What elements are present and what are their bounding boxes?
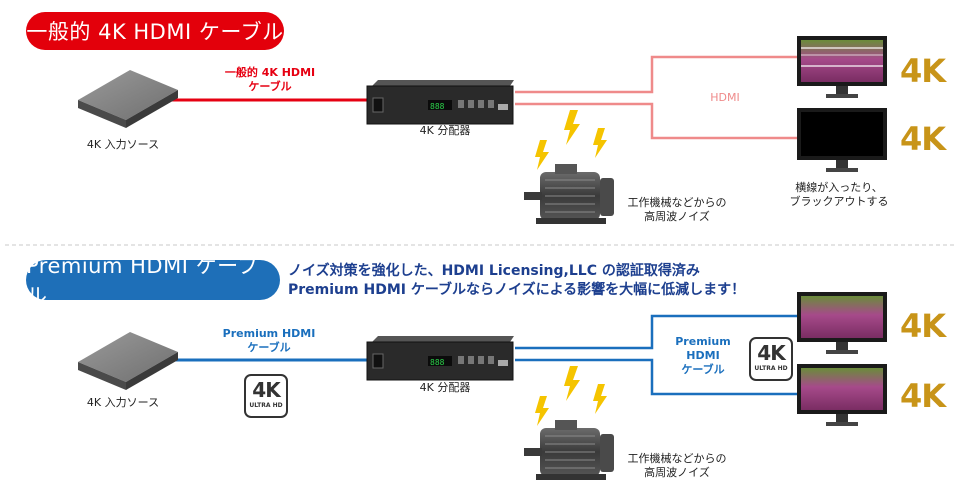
splitter-label-bottom: 4K 分配器 bbox=[419, 381, 471, 394]
result-label: 横線が入ったり、 ブラックアウトする bbox=[774, 181, 904, 209]
splitter-top: 888 bbox=[366, 80, 514, 125]
red-cable-label-line2: ケーブル bbox=[248, 80, 292, 93]
hdmi-label: HDMI bbox=[710, 91, 740, 104]
ultra-hd-logo-right-sub: ULTRA HD bbox=[754, 365, 788, 372]
source-box-bottom bbox=[78, 332, 178, 390]
noise-label-top: 工作機械などからの 高周波ノイズ bbox=[612, 196, 742, 224]
monitor-top-1 bbox=[797, 36, 887, 98]
lightning-icons-top bbox=[535, 110, 607, 170]
blue-cable-label-line2: ケーブル bbox=[247, 341, 291, 354]
pink-cable-top bbox=[515, 55, 797, 94]
badge-4k-top-1: 4K bbox=[900, 52, 946, 90]
motor-icon-top bbox=[524, 164, 614, 224]
red-cable-label-line1: 一般的 4K HDMI bbox=[224, 66, 316, 79]
result-label-line1: 横線が入ったり、 bbox=[795, 181, 883, 194]
premium-message-line2: Premium HDMI ケーブルならノイズによる影響を大幅に低減します！ bbox=[288, 282, 746, 298]
ultra-hd-logo-right-4k: 4K bbox=[757, 341, 785, 365]
noise-label-top-line2: 高周波ノイズ bbox=[644, 210, 710, 223]
source-box-top bbox=[78, 70, 178, 128]
blue-cable-top bbox=[515, 314, 797, 350]
badge-4k-top-2: 4K bbox=[900, 120, 946, 158]
monitor-bottom-1 bbox=[797, 292, 887, 354]
lightning-icons-bottom bbox=[535, 366, 607, 426]
noise-label-bottom-line1: 工作機械などからの bbox=[627, 452, 727, 465]
ultra-hd-logo-left: 4K ULTRA HD bbox=[244, 374, 288, 418]
ultra-hd-logo-left-4k: 4K bbox=[252, 378, 280, 402]
source-label-bottom: 4K 入力ソース bbox=[86, 396, 160, 409]
blue-cable-label-right-line1: Premium bbox=[675, 335, 731, 348]
result-label-line2: ブラックアウトする bbox=[789, 195, 889, 208]
badge-4k-bottom-2: 4K bbox=[900, 377, 946, 415]
monitor-top-2-blackout bbox=[797, 108, 887, 172]
splitter-bottom: 888 bbox=[366, 336, 514, 381]
title-premium-cable: Premium HDMI ケーブル bbox=[26, 254, 280, 308]
red-cable-label: 一般的 4K HDMI ケーブル bbox=[210, 66, 330, 94]
pink-cable-bottom bbox=[515, 102, 797, 140]
blue-cable-label-right-line3: ケーブル bbox=[681, 363, 725, 376]
splitter-label-top: 4K 分配器 bbox=[419, 124, 471, 137]
monitor-bottom-2 bbox=[797, 364, 887, 426]
blue-cable-label-line1: Premium HDMI bbox=[222, 327, 316, 340]
noise-label-top-line1: 工作機械などからの bbox=[627, 196, 727, 209]
noise-label-bottom-line2: 高周波ノイズ bbox=[644, 466, 710, 479]
premium-message: ノイズ対策を強化した、HDMI Licensing,LLC の認証取得済み Pr… bbox=[288, 262, 745, 300]
svg-text:888: 888 bbox=[430, 102, 445, 111]
motor-icon-bottom bbox=[524, 420, 614, 480]
blue-cable-label-right-line2: HDMI bbox=[686, 349, 720, 362]
badge-4k-bottom-1: 4K bbox=[900, 307, 946, 345]
svg-text:888: 888 bbox=[430, 358, 445, 367]
title-general-cable: 一般的 4K HDMI ケーブル bbox=[26, 12, 284, 50]
blue-cable-label-right: Premium HDMI ケーブル bbox=[668, 335, 738, 377]
ultra-hd-logo-right: 4K ULTRA HD bbox=[749, 337, 793, 381]
blue-cable-bottom bbox=[515, 358, 797, 396]
blue-cable-label: Premium HDMI ケーブル bbox=[204, 327, 334, 355]
source-label-top: 4K 入力ソース bbox=[86, 138, 160, 151]
ultra-hd-logo-left-sub: ULTRA HD bbox=[249, 402, 283, 409]
noise-label-bottom: 工作機械などからの 高周波ノイズ bbox=[612, 452, 742, 480]
premium-message-line1: ノイズ対策を強化した、HDMI Licensing,LLC の認証取得済み bbox=[288, 263, 700, 279]
